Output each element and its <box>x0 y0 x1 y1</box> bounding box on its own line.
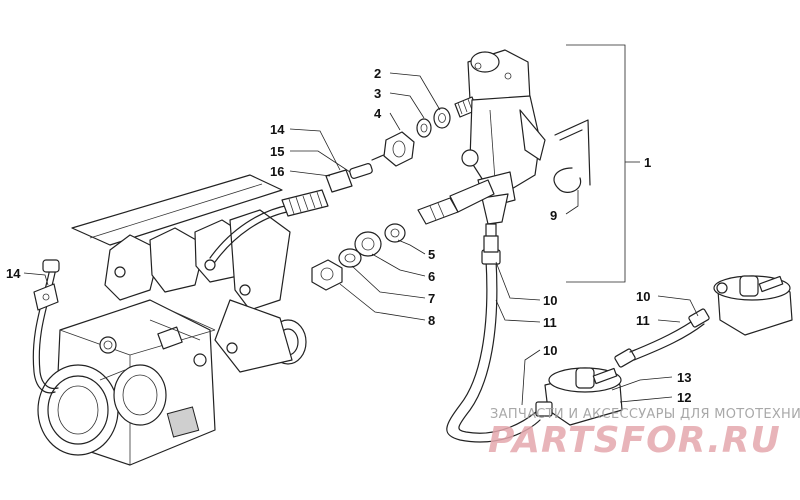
fittings-upper <box>383 107 451 167</box>
callout-15: 15 <box>270 144 284 159</box>
regulator-assembly <box>454 44 640 283</box>
callout-12: 12 <box>677 390 691 405</box>
hose-14-left <box>32 259 60 394</box>
leader-lines <box>23 72 699 406</box>
callout-14-top: 14 <box>270 122 285 137</box>
callout-7: 7 <box>428 291 435 306</box>
fuel-hose-center <box>446 235 541 443</box>
throttle-body-assembly <box>37 174 307 466</box>
callout-10-lower: 10 <box>543 343 557 358</box>
throttle-cable <box>209 153 387 263</box>
callout-4: 4 <box>374 106 382 121</box>
callout-16: 16 <box>270 164 284 179</box>
callout-1: 1 <box>644 155 651 170</box>
callout-numbers: 2 3 4 14 15 16 1 9 5 6 7 8 14 10 11 10 1… <box>6 66 691 405</box>
fittings-lower <box>311 179 495 291</box>
fuel-filter-lower <box>535 348 636 426</box>
callout-10-center: 10 <box>543 293 557 308</box>
callout-9: 9 <box>550 208 557 223</box>
callout-3: 3 <box>374 86 381 101</box>
callout-8: 8 <box>428 313 435 328</box>
callout-11-center: 11 <box>543 315 557 330</box>
callout-6: 6 <box>428 269 435 284</box>
callout-13: 13 <box>677 370 691 385</box>
callout-14-left: 14 <box>6 266 21 281</box>
callout-2: 2 <box>374 66 381 81</box>
callout-5: 5 <box>428 247 435 262</box>
fuel-filter-upper <box>629 275 793 361</box>
watermark-logo: PARTSFOR.RU <box>488 420 781 461</box>
watermark: ЗАПЧАСТИ И АКСЕССУАРЫ ДЛЯ МОТОТЕХНИКИ PA… <box>488 407 800 461</box>
callout-10-right: 10 <box>636 289 650 304</box>
watermark-tagline: ЗАПЧАСТИ И АКСЕССУАРЫ ДЛЯ МОТОТЕХНИКИ <box>490 407 800 422</box>
callout-11-right: 11 <box>636 313 650 328</box>
